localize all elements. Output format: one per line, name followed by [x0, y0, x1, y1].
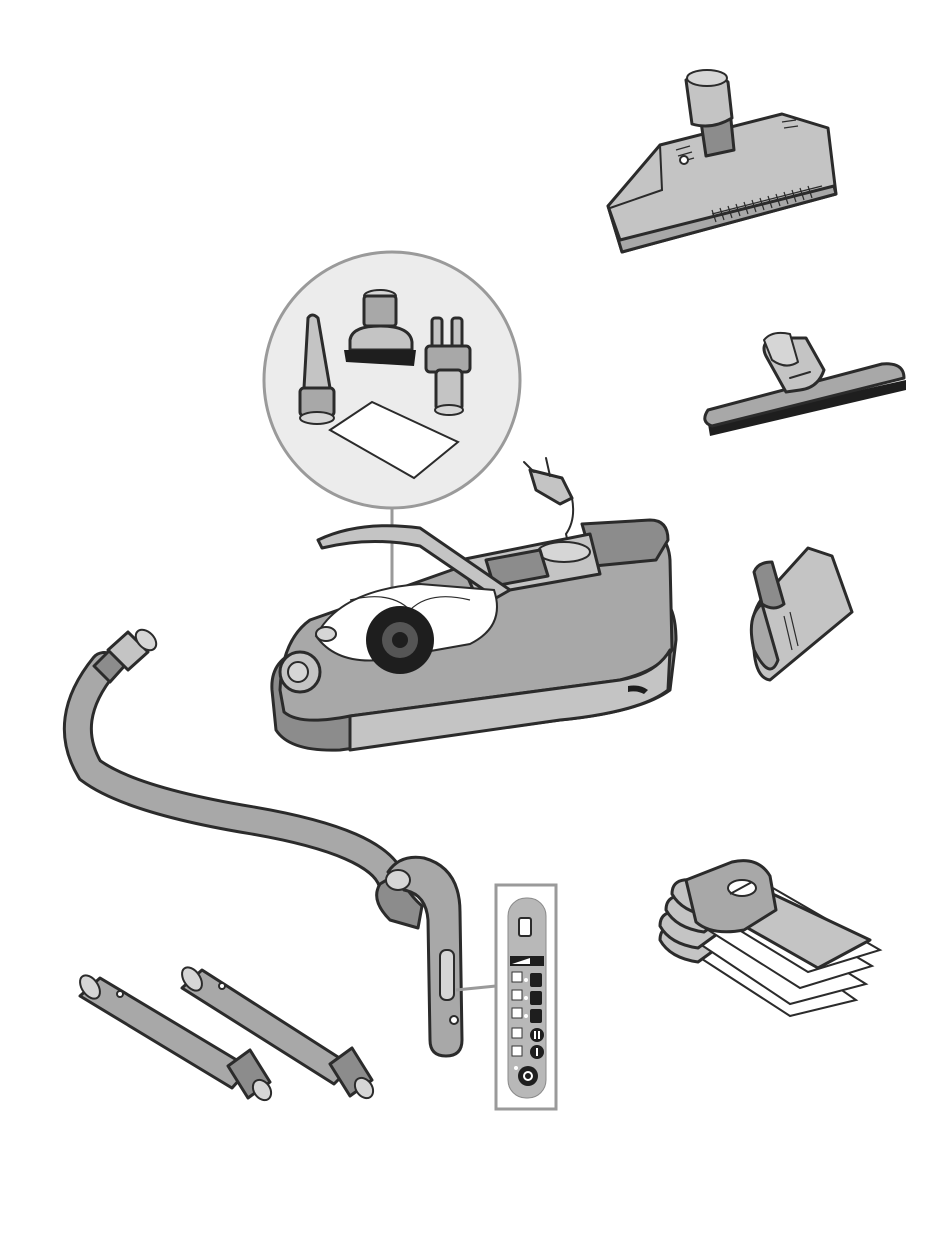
handle-remote-panel-icon [496, 885, 556, 1109]
canister-vacuum-icon [272, 458, 676, 750]
dust-bag-stack-icon [660, 861, 880, 1016]
electro-brush-floorhead-icon [608, 70, 836, 252]
hose-handle-icon [377, 857, 462, 1056]
upholstery-nozzle-icon [751, 548, 852, 680]
extension-tube-icon [178, 964, 377, 1102]
parquet-floor-brush-icon [705, 333, 906, 436]
extension-tube-icon [76, 972, 275, 1104]
dustbag-indicator-icon [519, 918, 531, 936]
